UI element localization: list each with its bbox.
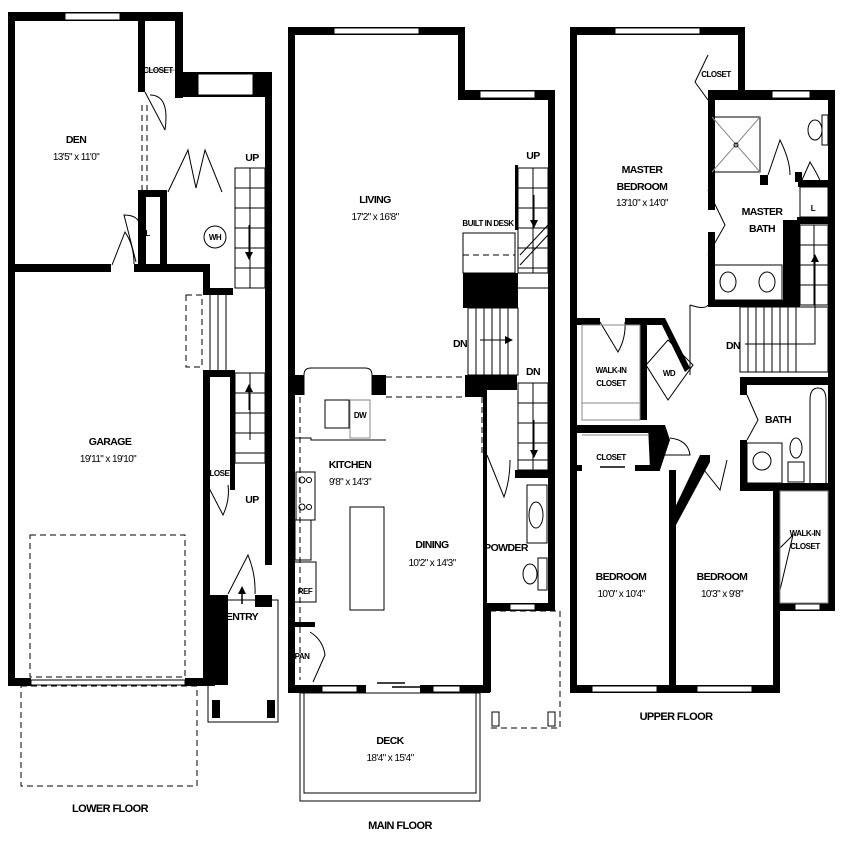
- living-size: 17'2" x 16'8": [351, 212, 399, 223]
- upper-floor-title: UPPER FLOOR: [640, 711, 714, 723]
- stairs-up-label: UP: [526, 150, 540, 162]
- main-floor-title: MAIN FLOOR: [368, 820, 432, 832]
- stairs-down-lower-label: DN: [526, 366, 540, 378]
- bath-label: BATH: [765, 414, 791, 426]
- entry-label: ENTRY: [226, 611, 259, 623]
- refrigerator-label: REF: [298, 587, 313, 596]
- master-bedroom-size: 13'10" x 14'0": [616, 198, 669, 209]
- bedroom-right-size: 10'3" x 9'8": [701, 589, 744, 600]
- water-heater-label: WH: [209, 233, 222, 242]
- closet-hall-label: CLOSET: [596, 453, 626, 462]
- stairs-up-lower-label: UP: [245, 494, 259, 506]
- living-label: LIVING: [359, 194, 391, 206]
- dishwasher-label: DW: [354, 411, 367, 420]
- den-size: 13'5" x 11'0": [53, 152, 100, 163]
- closet-lower-label: CLOSET: [204, 469, 234, 478]
- kitchen-size: 9'8" x 14'3": [329, 477, 372, 488]
- cl-label: CL: [140, 229, 150, 238]
- lower-floor-plan: DEN 13'5" x 11'0" CLOSET CL WH UP GARAGE…: [8, 12, 279, 815]
- bedroom-left-size: 10'0" x 10'4": [597, 589, 645, 600]
- stairs-down-label: DN: [453, 338, 467, 350]
- built-in-desk-label: BUILT IN DESK: [462, 219, 514, 228]
- bedroom-right-label: BEDROOM: [697, 571, 748, 583]
- walk-in-closet-right-label-2: CLOSET: [790, 542, 820, 551]
- closet-master-label: CLOSET: [701, 70, 731, 79]
- closet-label: CLOSET: [143, 66, 173, 75]
- stairs-up-label: UP: [245, 152, 259, 164]
- main-floor-plan: LIVING 17'2" x 16'8" BUILT IN DESK UP DN…: [288, 27, 561, 832]
- master-bedroom-label-2: BEDROOM: [617, 181, 668, 193]
- garage-label: GARAGE: [89, 436, 132, 448]
- stairs-down-label: DN: [726, 340, 740, 352]
- walk-in-closet-right-label-1: WALK-IN: [790, 529, 821, 538]
- washer-dryer-label: WD: [663, 369, 676, 378]
- upper-floor-plan: CLOSET MASTER BEDROOM 13'10" x 14'0" MAS…: [570, 27, 835, 723]
- dining-label: DINING: [415, 539, 449, 551]
- deck-size: 18'4" x 15'4": [366, 753, 414, 764]
- master-bath-label-2: BATH: [749, 223, 775, 235]
- linen-closet-label: L: [811, 204, 816, 213]
- lower-floor-title: LOWER FLOOR: [72, 803, 149, 815]
- garage-size: 19'11" x 19'10": [80, 454, 137, 465]
- deck-label: DECK: [376, 735, 404, 747]
- den-label: DEN: [66, 134, 86, 146]
- dining-size: 10'2" x 14'3": [408, 558, 456, 569]
- master-bath-label-1: MASTER: [742, 206, 784, 218]
- kitchen-label: KITCHEN: [329, 459, 371, 471]
- walk-in-closet-left-label-1: WALK-IN: [596, 366, 627, 375]
- powder-label: POWDER: [484, 542, 529, 554]
- walk-in-closet-left-label-2: CLOSET: [596, 379, 626, 388]
- bedroom-left-label: BEDROOM: [596, 571, 647, 583]
- master-bedroom-label-1: MASTER: [622, 164, 664, 176]
- pantry-label: PAN: [295, 652, 311, 661]
